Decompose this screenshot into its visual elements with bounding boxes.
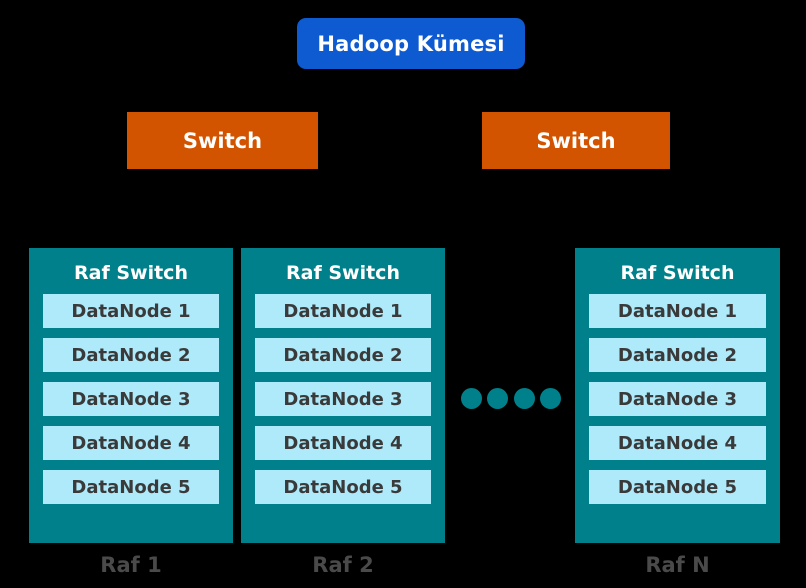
edge-cluster-to-switch-right — [410, 67, 577, 114]
rack-1-datanode-2-label: DataNode 2 — [71, 344, 191, 366]
switch-node-right[interactable]: Switch — [482, 112, 670, 169]
rack-1-switch-title: Raf Switch — [74, 262, 188, 284]
switch-right-label: Switch — [536, 128, 616, 153]
rack-n-datanode-3-label: DataNode 3 — [617, 388, 738, 410]
rack-2-datanode-3[interactable]: DataNode 3 — [255, 382, 431, 416]
edge-switch-right-to-rack-n — [575, 167, 678, 250]
cluster-node-hadoop[interactable]: Hadoop Kümesi — [297, 18, 525, 69]
edge-cluster-to-switch-left — [221, 67, 412, 114]
rack-n[interactable]: Raf Switch DataNode 1 DataNode 2 DataNod… — [575, 248, 780, 543]
rack-2-datanode-1[interactable]: DataNode 1 — [255, 294, 431, 328]
rack-n-caption: Raf N — [645, 553, 710, 577]
rack-n-datanode-1[interactable]: DataNode 1 — [589, 294, 766, 328]
rack-2-datanode-3-label: DataNode 3 — [283, 388, 403, 410]
rack-n-switch-title: Raf Switch — [620, 262, 735, 284]
rack-1[interactable]: Raf Switch DataNode 1 DataNode 2 DataNod… — [29, 248, 233, 543]
rack-n-datanode-3[interactable]: DataNode 3 — [589, 382, 766, 416]
rack-2-datanode-list: DataNode 1 DataNode 2 DataNode 3 DataNod… — [241, 294, 445, 504]
rack-1-datanode-4[interactable]: DataNode 4 — [43, 426, 219, 460]
ellipsis-dot-2 — [487, 387, 509, 409]
rack-1-datanode-1[interactable]: DataNode 1 — [43, 294, 219, 328]
edge-switch-left-to-rack-1 — [130, 167, 223, 250]
rack-1-datanode-list: DataNode 1 DataNode 2 DataNode 3 DataNod… — [29, 294, 233, 504]
rack-2-datanode-2[interactable]: DataNode 2 — [255, 338, 431, 372]
rack-n-datanode-1-label: DataNode 1 — [617, 300, 738, 322]
ellipsis-dot-1 — [461, 387, 482, 409]
rack-1-datanode-4-label: DataNode 4 — [71, 432, 191, 454]
rack-2-datanode-4-label: DataNode 4 — [283, 432, 403, 454]
ellipsis-dot-4 — [539, 387, 561, 409]
rack-n-datanode-4-label: DataNode 4 — [617, 432, 738, 454]
rack-n-datanode-list: DataNode 1 DataNode 2 DataNode 3 DataNod… — [575, 294, 780, 504]
rack-n-datanode-5[interactable]: DataNode 5 — [589, 470, 766, 504]
rack-1-datanode-3[interactable]: DataNode 3 — [43, 382, 219, 416]
rack-1-datanode-3-label: DataNode 3 — [71, 388, 191, 410]
rack-n-datanode-4[interactable]: DataNode 4 — [589, 426, 766, 460]
rack-2-switch-title: Raf Switch — [286, 262, 400, 284]
rack-2-datanode-2-label: DataNode 2 — [283, 344, 403, 366]
switch-left-label: Switch — [182, 128, 263, 153]
rack-1-datanode-1-label: DataNode 1 — [71, 300, 191, 322]
rack-1-datanode-5[interactable]: DataNode 5 — [43, 470, 219, 504]
rack-n-datanode-2-label: DataNode 2 — [617, 344, 738, 366]
rack-2-datanode-5[interactable]: DataNode 5 — [255, 470, 431, 504]
ellipsis-dots-icon — [461, 386, 561, 410]
cluster-node-label: Hadoop Kümesi — [317, 31, 505, 56]
rack-1-caption: Raf 1 — [100, 553, 162, 577]
rack-n-datanode-5-label: DataNode 5 — [617, 476, 738, 498]
rack-2-datanode-4[interactable]: DataNode 4 — [255, 426, 431, 460]
rack-2[interactable]: Raf Switch DataNode 1 DataNode 2 DataNod… — [241, 248, 445, 543]
rack-2-datanode-1-label: DataNode 1 — [283, 300, 403, 322]
rack-2-datanode-5-label: DataNode 5 — [283, 476, 403, 498]
rack-1-datanode-5-label: DataNode 5 — [71, 476, 191, 498]
edge-switch-left-to-rack-2 — [221, 167, 344, 250]
rack-1-datanode-2[interactable]: DataNode 2 — [43, 338, 219, 372]
ellipsis-dot-3 — [513, 387, 535, 409]
rack-n-datanode-2[interactable]: DataNode 2 — [589, 338, 766, 372]
switch-node-left[interactable]: Switch — [127, 112, 318, 169]
rack-2-caption: Raf 2 — [312, 553, 374, 577]
